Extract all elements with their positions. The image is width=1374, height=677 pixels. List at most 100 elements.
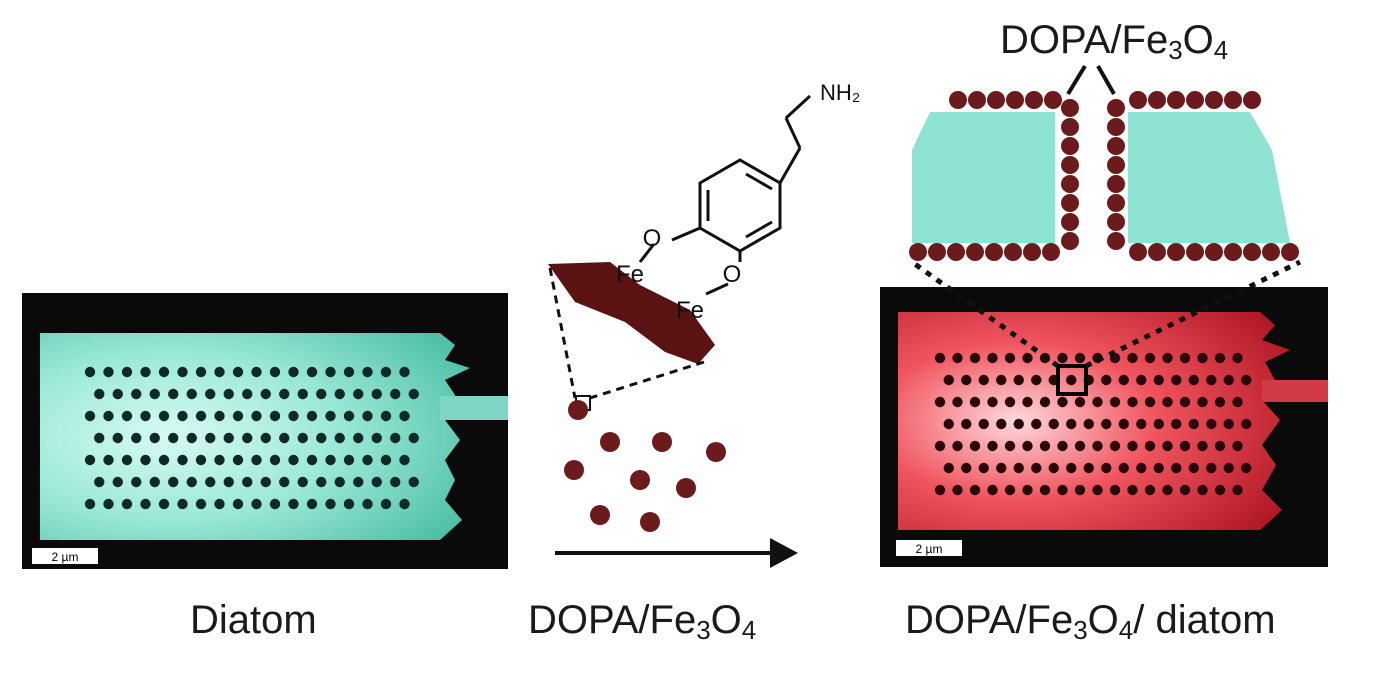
pore: [969, 352, 981, 364]
pore: [1171, 462, 1182, 474]
nanoparticle: [949, 91, 967, 109]
pore: [1188, 374, 1199, 386]
pore: [1022, 484, 1033, 496]
coated-diatom-pore-pattern: [934, 352, 1252, 496]
pore: [353, 476, 364, 488]
nanoparticle: [1006, 91, 1024, 109]
pore: [1083, 418, 1094, 430]
pore: [260, 476, 271, 488]
pore: [149, 476, 160, 488]
pore: [177, 366, 188, 378]
pore: [390, 432, 401, 444]
pore: [334, 432, 345, 444]
fe3o4-surface: [548, 262, 715, 364]
pore: [1022, 352, 1033, 364]
coated-diatom-sem-image: 2 µm: [880, 287, 1328, 567]
pore: [1057, 440, 1068, 452]
caption-product-sub4: 4: [1118, 615, 1134, 645]
pore: [1188, 462, 1199, 474]
nanoparticle: [1167, 243, 1185, 261]
pore: [251, 366, 262, 378]
pore: [1004, 352, 1016, 364]
pore: [978, 462, 989, 474]
caption-dopa-fe3o4-diatom: DOPA/Fe3O4/ diatom: [905, 598, 1276, 643]
nanoparticle: [1243, 91, 1261, 109]
diatom-pore-pattern: [84, 366, 419, 510]
top-label-main: DOPA/Fe: [1000, 18, 1169, 62]
pore: [1144, 352, 1156, 364]
caption-reagent-sub3: 3: [696, 615, 711, 645]
pore: [408, 476, 419, 488]
pore: [1153, 418, 1164, 430]
pore: [1118, 418, 1129, 430]
pore: [242, 432, 253, 444]
pore: [131, 388, 142, 400]
pore: [269, 454, 281, 466]
pore: [1074, 440, 1086, 452]
nanoparticle: [1107, 232, 1125, 250]
pore: [325, 366, 336, 378]
pore: [177, 454, 188, 466]
pore: [1232, 484, 1243, 496]
nanoparticle: [1167, 91, 1185, 109]
caption-product-main: DOPA/Fe: [905, 598, 1074, 642]
oxygen-label-1: O: [643, 225, 662, 252]
pore: [84, 498, 96, 510]
top-dopa-fe3o4-label: DOPA/Fe3O4: [1000, 18, 1228, 63]
pore: [121, 454, 133, 466]
nanoparticle: [1023, 243, 1041, 261]
pore: [1039, 484, 1051, 496]
pore: [242, 476, 253, 488]
nanoparticle: [966, 243, 984, 261]
pore: [390, 388, 401, 400]
nanoparticle: [1107, 213, 1125, 231]
nanoparticle: [1061, 175, 1079, 193]
nanoparticle: [1061, 99, 1079, 117]
iron-label-1: Fe: [616, 261, 644, 288]
pore: [251, 454, 262, 466]
pore: [952, 440, 963, 452]
pore: [306, 366, 318, 378]
pore: [1127, 440, 1138, 452]
pore: [242, 388, 253, 400]
nanoparticle: [1107, 99, 1125, 117]
fe3o4-nanoparticle-coating: [909, 91, 1299, 261]
nanoparticle: [1148, 91, 1166, 109]
pore: [1162, 440, 1173, 452]
pore: [1013, 418, 1024, 430]
nanoparticle: [1061, 213, 1079, 231]
pore: [334, 476, 345, 488]
nanoparticle: [1186, 91, 1204, 109]
scale-bar-left-label: 2 µm: [52, 550, 79, 564]
pore: [214, 498, 225, 510]
pore: [987, 352, 998, 364]
pore: [103, 366, 114, 378]
pore: [961, 418, 972, 430]
pore: [103, 498, 114, 510]
top-label-sub3: 3: [1168, 35, 1183, 65]
nanoparticle: [706, 442, 726, 462]
pore: [371, 432, 382, 444]
nanoparticle: [1224, 243, 1242, 261]
pore: [353, 388, 364, 400]
pore: [149, 432, 160, 444]
pore: [362, 366, 373, 378]
pore: [1136, 418, 1147, 430]
pore: [996, 418, 1007, 430]
pore: [380, 498, 392, 510]
pore: [1136, 374, 1147, 386]
nanoparticle: [1044, 91, 1062, 109]
pore: [969, 440, 981, 452]
pore: [343, 366, 355, 378]
pore: [140, 366, 151, 378]
pore: [1092, 440, 1103, 452]
caption-reagent-main: DOPA/Fe: [528, 598, 697, 642]
nanoparticle: [1107, 137, 1125, 155]
pore: [969, 396, 981, 408]
pore: [1179, 440, 1191, 452]
pore: [1162, 484, 1173, 496]
zoom-region-box: [1056, 364, 1088, 396]
pore: [1171, 418, 1182, 430]
pore: [223, 476, 234, 488]
pore: [1004, 396, 1016, 408]
